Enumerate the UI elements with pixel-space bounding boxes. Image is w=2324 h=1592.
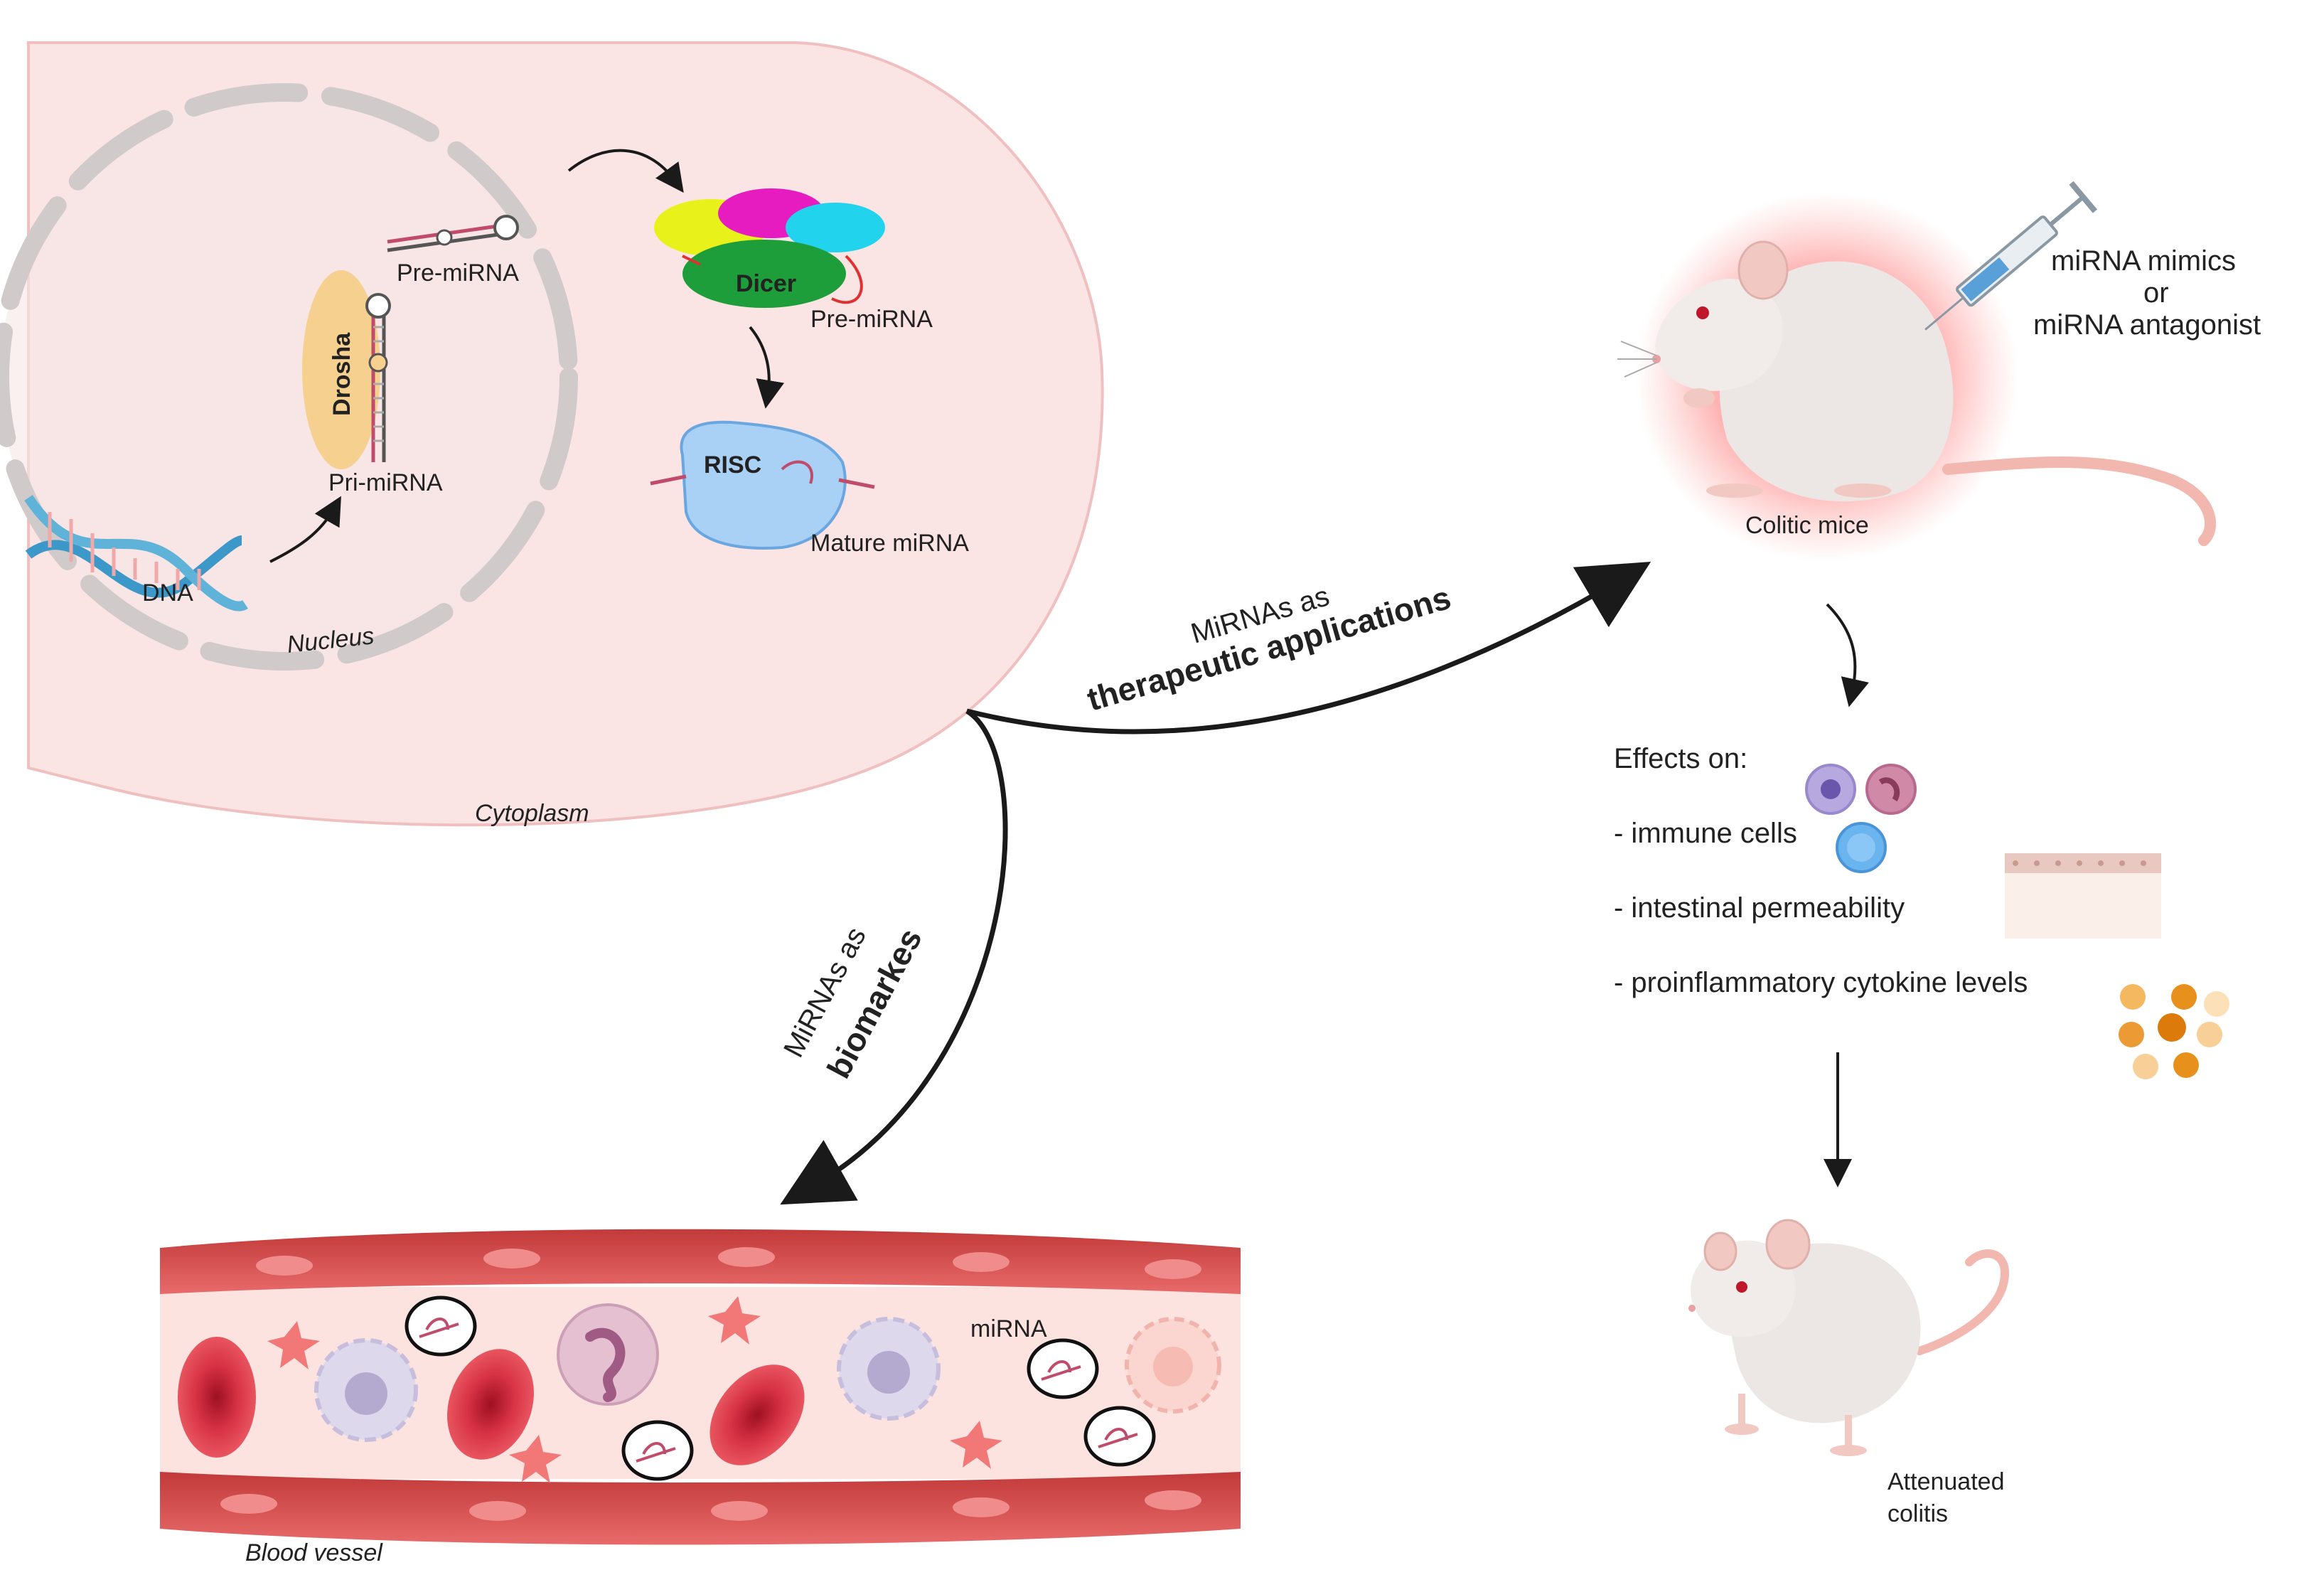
injection-line1: miRNA mimics: [2051, 245, 2236, 277]
blood-vessel-label: Blood vessel: [245, 1539, 383, 1566]
effect-item-cytokines: - proinflammatory cytokine levels: [1614, 967, 2028, 998]
circulating-mirna-icons: [405, 1295, 1156, 1481]
injection-line2: or: [2143, 277, 2169, 309]
nucleus-ring: [0, 83, 578, 671]
pri-mirna-label: Pri-miRNA: [328, 469, 443, 496]
immune-cells-icon: [1805, 764, 1917, 873]
risc-complex-icon: [650, 420, 875, 550]
drosha-enzyme: [302, 270, 380, 469]
effects-title: Effects on:: [1614, 743, 1747, 774]
cytoplasm-label: Cytoplasm: [475, 800, 589, 827]
effect-item-immune: - immune cells: [1614, 818, 1797, 849]
red-blood-cells: [178, 1337, 805, 1465]
colitic-mice-label: Colitic mice: [1745, 512, 1869, 539]
dna-label: DNA: [142, 579, 193, 607]
platelets: [267, 1296, 1002, 1483]
pre-mirna-nucleus-icon: [387, 215, 519, 252]
drosha-label: Drosha: [328, 332, 355, 416]
cell-group: DNA Drosha Pri-miRNA: [0, 41, 1104, 827]
blood-vessel-group: miRNA Blood vessel: [160, 1229, 1241, 1566]
healthy-mouse-icon: [1688, 1219, 2010, 1456]
attenuated-mouse-group: Attenuated colitis: [1688, 1219, 2010, 1527]
colitic-mouse-icon: [1617, 240, 2217, 546]
mature-mirna-label: Mature miRNA: [810, 530, 969, 557]
biomarker-arrow: [780, 709, 1008, 1205]
therapeutic-arrow: [966, 562, 1651, 734]
dicer-complex-icon: [654, 188, 885, 308]
dicer-to-risc-arrow: [749, 326, 785, 409]
vessel-wall-top: [160, 1229, 1241, 1294]
dicer-label: Dicer: [736, 270, 796, 297]
attenuated-line1: Attenuated: [1887, 1468, 2004, 1495]
pre-mirna-nucleus-label: Pre-miRNA: [397, 260, 519, 287]
dna-helix-icon: [24, 495, 248, 611]
endothelial-cells: [220, 1247, 1201, 1521]
mirna-vessel-label: miRNA: [970, 1315, 1047, 1342]
white-blood-cells: [314, 1303, 1221, 1442]
cytokines-icon: [2119, 984, 2229, 1079]
risc-label: RISC: [704, 452, 761, 479]
intestinal-epithelium-icon: [2005, 853, 2161, 939]
dna-to-drosha-arrow: [269, 496, 341, 563]
syringe-icon: [1924, 181, 2098, 331]
injection-line3: miRNA antagonist: [2033, 309, 2261, 341]
effect-item-permeability: - intestinal permeability: [1614, 892, 1905, 924]
pre-mirna-cyto-label: Pre-miRNA: [810, 306, 933, 333]
pri-mirna-icon: [365, 293, 391, 462]
effects-panel: Effects on: - immune cells - intestinal …: [1614, 743, 2229, 1079]
vessel-wall-bottom: [160, 1472, 1241, 1545]
colitic-mouse-group: Colitic mice miRNA mimics or miRNA antag…: [1617, 181, 2261, 562]
mouse-to-effects-arrow: [1826, 603, 1869, 707]
attenuated-line2: colitis: [1887, 1500, 1948, 1527]
nucleus-export-arrow: [567, 149, 684, 193]
